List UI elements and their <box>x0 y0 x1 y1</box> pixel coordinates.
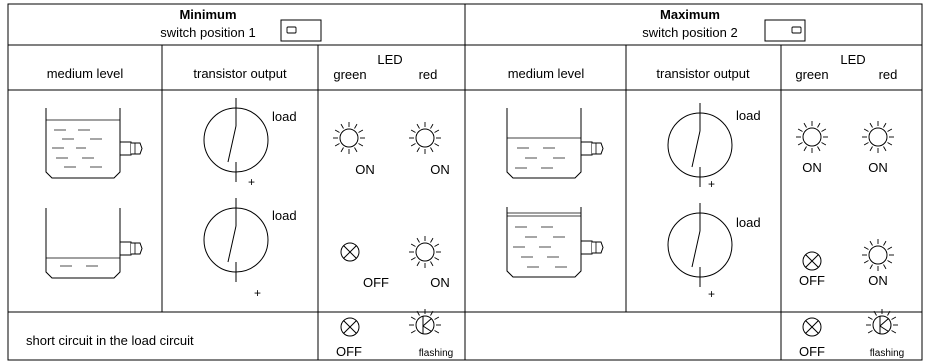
maximum-row2-green-state: OFF <box>799 273 825 288</box>
maximum-transistor-switch-row1 <box>667 102 733 188</box>
minimum-row1-green-state: ON <box>355 162 375 177</box>
maximum-row1-green-state: ON <box>802 160 822 175</box>
maximum-row1-red-state: ON <box>868 160 888 175</box>
maximum-tank-full <box>506 206 604 278</box>
minimum-col-led: LED <box>377 52 402 67</box>
minimum-row1-red-led-on-icon <box>408 121 442 155</box>
maximum-row1-red-led-on-icon <box>861 120 895 154</box>
minimum-led-red-header: red <box>419 67 438 82</box>
short-circuit-max-red-led-flashing-icon <box>865 308 899 335</box>
short-circuit-min-red-led-flashing-icon <box>408 308 442 335</box>
minimum-title: Minimum <box>179 7 236 22</box>
minimum-row2-red-led-on-icon <box>408 235 442 269</box>
maximum-row2-red-state: ON <box>868 273 888 288</box>
short-circuit-max-green-state: OFF <box>799 344 825 359</box>
maximum-tank-low <box>506 107 604 179</box>
minimum-plus-row2: + <box>254 286 261 300</box>
minimum-row1-red-state: ON <box>430 162 450 177</box>
short-circuit-max-green-led-off-icon <box>802 317 822 337</box>
minimum-tank-low <box>45 207 143 279</box>
switch-position-2-icon <box>764 19 806 42</box>
minimum-row2-green-led-off-icon <box>340 242 360 262</box>
minimum-load-label-row1: load <box>272 109 297 124</box>
short-circuit-label: short circuit in the load circuit <box>26 333 194 348</box>
short-circuit-min-green-state: OFF <box>336 344 362 359</box>
minimum-col-transistor-output: transistor output <box>193 66 287 81</box>
maximum-col-led: LED <box>840 52 865 67</box>
minimum-col-medium-level: medium level <box>47 66 124 81</box>
maximum-load-label-row1: load <box>736 108 761 123</box>
short-circuit-min-red-state: flashing <box>419 348 453 359</box>
minimum-transistor-switch-row1 <box>203 97 269 183</box>
minimum-row2-green-state: OFF <box>363 275 389 290</box>
minimum-switch-position: switch position 1 <box>160 25 255 40</box>
short-circuit-min-green-led-off-icon <box>340 317 360 337</box>
maximum-load-label-row2: load <box>736 215 761 230</box>
maximum-plus-row2: + <box>708 287 715 301</box>
minimum-header: Minimum switch position 1 <box>160 7 322 42</box>
maximum-header: Maximum switch position 2 <box>642 7 806 42</box>
maximum-led-red-header: red <box>879 67 898 82</box>
maximum-led-green-header: green <box>795 67 828 82</box>
minimum-led-green-header: green <box>333 67 366 82</box>
minimum-plus-row1: + <box>248 175 255 189</box>
minimum-transistor-switch-row2 <box>203 197 269 283</box>
maximum-col-transistor-output: transistor output <box>656 66 750 81</box>
switch-position-1-icon <box>280 19 322 42</box>
maximum-title: Maximum <box>660 7 720 22</box>
maximum-row1-green-led-on-icon <box>795 120 829 154</box>
maximum-row2-green-led-off-icon <box>802 251 822 271</box>
minimum-load-label-row2: load <box>272 208 297 223</box>
short-circuit-max-red-state: flashing <box>870 348 904 359</box>
minimum-tank-full <box>45 107 143 179</box>
maximum-switch-position: switch position 2 <box>642 25 737 40</box>
maximum-row2-red-led-on-icon <box>861 238 895 272</box>
maximum-col-medium-level: medium level <box>508 66 585 81</box>
maximum-transistor-switch-row2 <box>667 202 733 288</box>
minimum-row2-red-state: ON <box>430 275 450 290</box>
maximum-plus-row1: + <box>708 177 715 191</box>
minimum-row1-green-led-on-icon <box>332 121 366 155</box>
